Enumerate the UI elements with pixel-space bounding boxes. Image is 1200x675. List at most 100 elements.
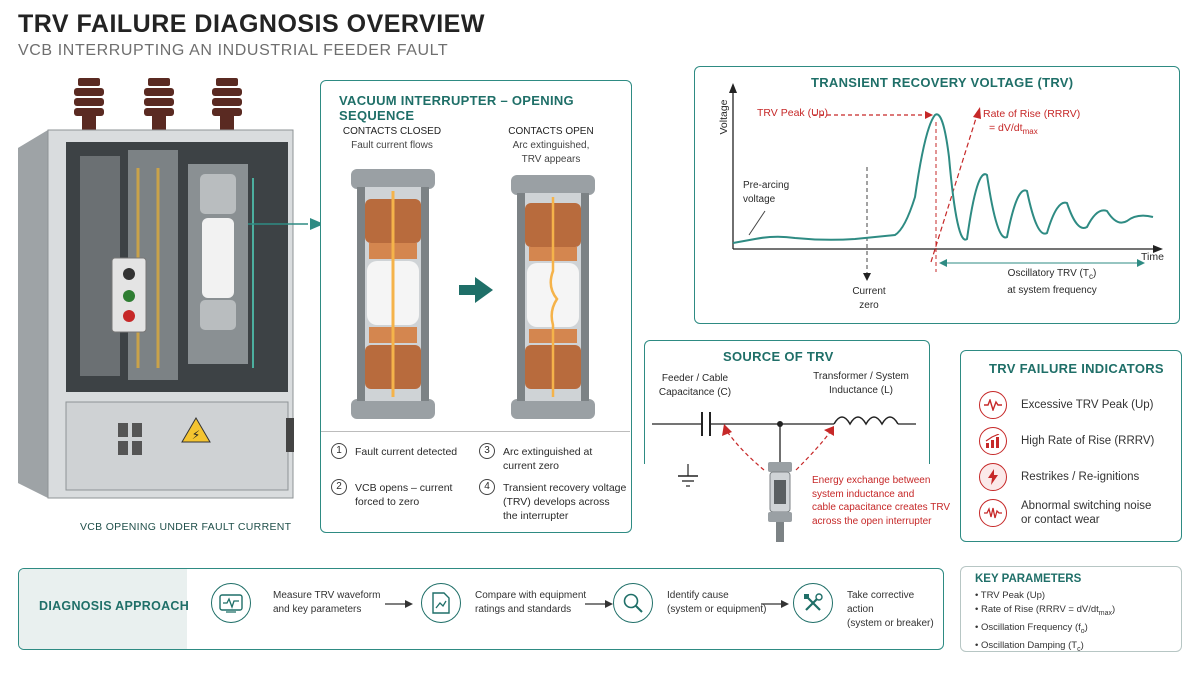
interrupter-open-illustration xyxy=(511,175,595,419)
bushing-1 xyxy=(74,78,104,130)
indicator-text: Restrikes / Re-ignitions xyxy=(1021,471,1140,483)
step-text: VCB opens – current xyxy=(355,482,453,494)
diagnosis-step-4-line1: Take corrective action xyxy=(847,590,915,615)
energy-line1: Energy exchange between xyxy=(812,475,931,486)
inductance-label-line2: Inductance (L) xyxy=(829,385,893,396)
key-param-damping-sub: c xyxy=(1077,645,1081,653)
sequence-arrow-icon xyxy=(459,277,493,303)
indicators-panel-title: TRV FAILURE INDICATORS xyxy=(989,361,1164,376)
step-text: Fault current detected xyxy=(355,446,458,458)
indicator-text-block: Abnormal switching noise or contact wear xyxy=(1021,499,1151,527)
bushing-2 xyxy=(144,78,174,130)
tools-icon xyxy=(793,583,833,623)
inductance-label: Transformer / System Inductance (L) xyxy=(796,370,926,398)
diagnosis-step-3-line2: (system or equipment) xyxy=(667,604,767,615)
prearc-line2: voltage xyxy=(743,194,776,205)
diagnosis-label: DIAGNOSIS APPROACH xyxy=(39,599,190,613)
rrrv-label-line2: = dV/dt xyxy=(989,122,1023,134)
current-zero-line2: zero xyxy=(859,300,879,311)
flow-arrow-icon xyxy=(585,600,613,608)
oscilloscope-icon xyxy=(211,583,251,623)
key-param-rrrv-end: ) xyxy=(1112,604,1116,615)
energy-line3: cable capacitance creates TRV xyxy=(812,502,951,513)
contacts-closed-desc: Fault current flows xyxy=(351,140,433,151)
diagnosis-step-2: Compare with equipment ratings and stand… xyxy=(475,589,586,617)
indicator-text: High Rate of Rise (RRRV) xyxy=(1021,435,1155,447)
noise-wave-icon xyxy=(979,499,1007,527)
key-param-frequency: • Oscillation Frequency (fo) xyxy=(975,621,1115,639)
capacitance-label-line1: Feeder / Cable xyxy=(661,373,729,384)
page-subtitle: VCB INTERRUPTING AN INDUSTRIAL FEEDER FA… xyxy=(18,42,449,59)
trv-waveform-chart xyxy=(729,83,1163,281)
trv-waveform-panel: TRANSIENT RECOVERY VOLTAGE (TRV) Voltage… xyxy=(694,66,1180,324)
diagnosis-label-block xyxy=(19,569,187,649)
document-chart-icon xyxy=(421,583,461,623)
rrrv-subscript: max xyxy=(1022,127,1038,137)
indicator-row: Restrikes / Re-ignitions xyxy=(979,463,1139,491)
capacitance-label: Feeder / Cable Capacitance (C) xyxy=(652,372,738,400)
diagnosis-step-3-line1: Identify cause xyxy=(667,590,729,601)
source-panel-title: SOURCE OF TRV xyxy=(723,349,834,364)
osc-line1: Oscillatory TRV (T xyxy=(1007,268,1089,279)
trv-source-circuit xyxy=(652,412,916,542)
oscillatory-trv-label: Oscillatory TRV (Tc) at system frequency xyxy=(977,267,1127,298)
osc-line1-end: ) xyxy=(1092,268,1097,279)
diagnosis-step-2-line1: Compare with equipment xyxy=(475,590,587,601)
energy-line4: across the open interrupter xyxy=(812,515,932,527)
key-param-damping-end: ) xyxy=(1080,639,1084,651)
diagnosis-step-1-line1: Measure TRV waveform xyxy=(273,590,381,601)
trv-peak-label: TRV Peak (Up) xyxy=(757,107,828,119)
indicator-text: Excessive TRV Peak (Up) xyxy=(1021,399,1154,411)
indicator-row: Excessive TRV Peak (Up) xyxy=(979,391,1154,419)
diagnosis-step-4-line2: (system or breaker) xyxy=(847,618,934,629)
osc-line2: at system frequency xyxy=(1007,285,1097,296)
sequence-step-1: 1 Fault current detected xyxy=(331,443,481,459)
step-text-2: current zero xyxy=(503,460,560,472)
key-param-damping-text: • Oscillation Damping (T xyxy=(975,639,1078,651)
key-param-frequency-sub: o xyxy=(1080,627,1085,635)
step-text-2: forced to zero xyxy=(355,496,420,508)
rising-chart-icon xyxy=(979,427,1007,455)
current-zero-line1: Current xyxy=(852,286,886,297)
indicator-text: Abnormal switching noise xyxy=(1021,500,1152,512)
contacts-closed-label: CONTACTS CLOSED xyxy=(342,126,442,137)
waveform-icon xyxy=(979,391,1007,419)
diagnosis-step-1-line2: and key parameters xyxy=(273,604,362,615)
step-number: 3 xyxy=(479,443,495,459)
step-text: Arc extinguished at xyxy=(503,446,593,458)
step-number: 1 xyxy=(331,443,347,459)
key-param-rrrv-text: • Rate of Rise (RRRV = dV/dt xyxy=(975,604,1099,615)
current-zero-label: Current zero xyxy=(845,285,893,313)
x-axis-label: Time xyxy=(1141,251,1164,263)
energy-exchange-note: Energy exchange between system inductanc… xyxy=(812,474,950,528)
failure-indicators-panel: TRV FAILURE INDICATORS Excessive TRV Pea… xyxy=(960,350,1182,542)
cabinet-caption: VCB OPENING UNDER FAULT CURRENT xyxy=(80,521,292,533)
energy-line2: system inductance and xyxy=(812,488,915,500)
flow-arrow-icon xyxy=(761,600,789,608)
step-text-3: the interrupter xyxy=(503,510,569,522)
rrrv-label: Rate of Rise (RRRV) = dV/dtmax xyxy=(983,107,1080,139)
contacts-open-label: CONTACTS OPEN xyxy=(508,126,594,137)
inductance-label-line1: Transformer / System xyxy=(813,371,909,382)
key-param-peak: • TRV Peak (Up) xyxy=(975,590,1046,601)
capacitance-label-line2: Capacitance (C) xyxy=(658,387,732,398)
indicator-row: Abnormal switching noise or contact wear xyxy=(979,499,1151,527)
key-param-frequency-end: ) xyxy=(1084,621,1088,633)
osc-subscript: c xyxy=(1088,272,1093,281)
connector-arrow xyxy=(310,218,324,230)
prearc-line1: Pre-arcing xyxy=(743,180,790,191)
key-parameters-panel: KEY PARAMETERS • TRV Peak (Up) • Rate of… xyxy=(960,566,1182,653)
indicator-row: High Rate of Rise (RRRV) xyxy=(979,427,1154,455)
key-param-damping: • Oscillation Damping (Tc) xyxy=(975,639,1115,657)
key-param-rrrv-sub: max xyxy=(1098,609,1113,617)
diagnosis-step-3: Identify cause (system or equipment) xyxy=(667,589,766,617)
interrupter-closed-illustration xyxy=(351,169,435,419)
svg-text:⚡: ⚡ xyxy=(192,428,200,442)
step-text: Transient recovery voltage xyxy=(503,482,627,494)
trv-source-panel: SOURCE OF TRV xyxy=(644,340,930,464)
flow-arrow-icon xyxy=(385,600,413,608)
interrupter-sequence-panel: VACUUM INTERRUPTER – OPENING SEQUENCE CO… xyxy=(320,80,632,533)
diagnosis-step-1: Measure TRV waveform and key parameters xyxy=(273,589,380,617)
sequence-step-3: 3 Arc extinguished at current zero xyxy=(479,443,629,473)
